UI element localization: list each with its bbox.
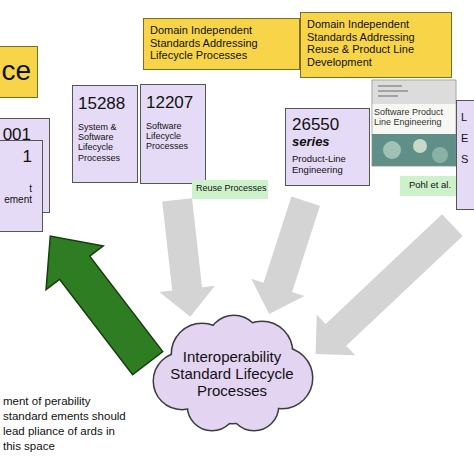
book-picture [372,134,455,166]
standard-box: 12207Software Lifecycle Processes [140,84,206,184]
node-text: ce [0,55,31,87]
node-text: Pohl et al. [404,180,456,191]
node-text: 12207 [146,93,200,113]
book-title: Software Product Line Engineering [374,107,454,128]
book-picture-shape [432,147,448,163]
flow-arrow [316,214,463,355]
book-picture-shape [413,139,427,153]
node-text: 1 [0,147,32,167]
node-text: 15288 [78,94,132,114]
node-text: Software Lifecycle Processes [146,121,200,152]
flow-arrow [159,198,215,316]
book-body [372,80,456,166]
node-text: Domain Independent Standards Addressing … [307,18,445,69]
node-text: System & Software Lifecycle Processes [78,122,132,163]
book-author-line [378,90,408,91]
note-text: ment of perability standard ements shoul… [3,394,131,454]
node-text: Product-Line Engineering [292,154,363,176]
standard-box: L E S [456,100,474,210]
standard-box: 26550seriesProduct-Line Engineering [285,108,370,186]
flow-arrow [251,197,320,314]
category-box: Domain Independent Standards Addressing … [300,12,452,78]
node-text: 26550 [292,115,363,135]
node-text: Domain Independent Standards Addressing … [150,24,293,62]
category-box: Domain Independent Standards Addressing … [143,18,300,70]
book-author-line [378,85,402,86]
node-text: Reuse Processes [196,183,264,193]
standard-box: 1 t ement [0,140,43,232]
book-author-line [378,95,398,96]
book-top-band [372,80,455,104]
cloud-node: Interoperability Standard Lifecycle Proc… [142,316,322,431]
node-text: series [292,135,363,150]
standard-box: 15288System & Software Lifecycle Process… [72,85,138,183]
guidance-box: ce [0,46,38,98]
book-title-band [372,104,455,134]
process-tag: Reuse Processes [192,180,268,199]
compliance-arrow [46,236,163,375]
node-text: t ement [4,183,32,206]
book-cover [372,80,456,166]
author-tag: Pohl et al. [400,176,460,196]
node-text: Interoperability Standard Lifecycle Proc… [170,348,294,400]
node-text: L E S [461,107,468,170]
book-picture-shape [383,141,401,159]
